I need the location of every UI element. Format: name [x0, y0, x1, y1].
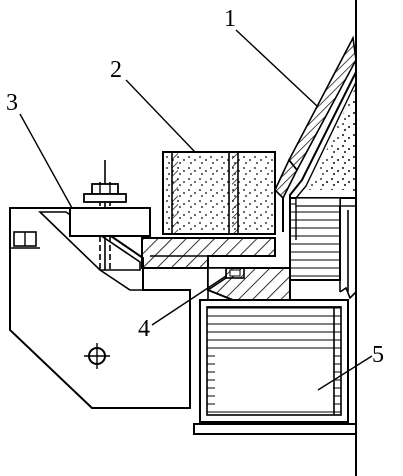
upper-box	[289, 197, 357, 300]
leader-lines	[19, 29, 373, 391]
label-3: 3	[6, 90, 18, 116]
label-4: 4	[138, 316, 150, 342]
label-2: 2	[110, 57, 122, 83]
block-2	[162, 151, 276, 235]
lower-tank	[193, 299, 357, 435]
dotted-fill-right	[308, 86, 356, 198]
seal-block	[207, 267, 291, 303]
hatched-plate	[141, 237, 276, 269]
label-1: 1	[224, 6, 236, 32]
label-5: 5	[372, 342, 384, 368]
hole-marker	[84, 343, 110, 369]
bolt	[10, 160, 151, 270]
